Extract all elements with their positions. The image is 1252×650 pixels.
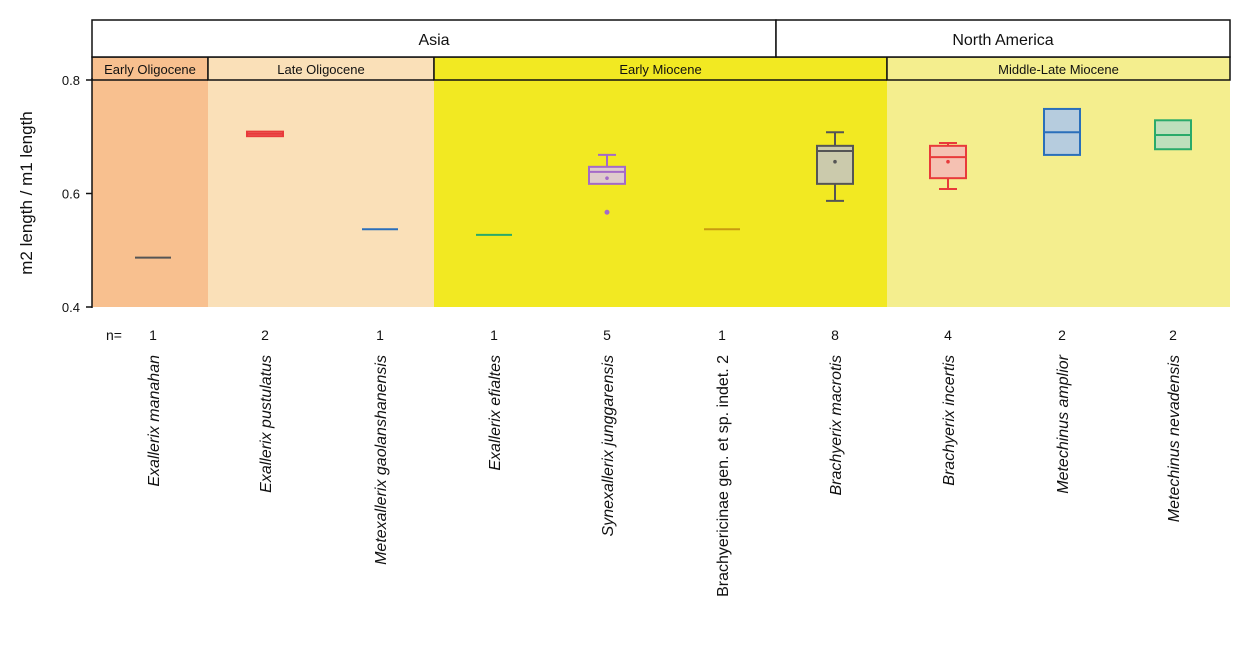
box-iqr [588,165,626,185]
n-value: 4 [944,327,952,343]
epoch-label: Middle-Late Miocene [998,62,1119,77]
taxon-label: Brachyericinae gen. et sp. indet. 2 [715,355,732,597]
taxon-label: Exallerix efialtes [487,355,504,471]
taxon-label: Brachyerix incertis [941,355,958,486]
taxon-label: Metechinus amplior [1055,354,1072,493]
taxon-label: Metexallerix gaolanshanensis [373,355,390,565]
taxon-label: Synexallerix junggarensis [600,355,617,536]
y-axis-label: m2 length / m1 length [17,111,36,274]
box-iqr [816,144,854,185]
epoch-label: Late Oligocene [277,62,364,77]
outlier-point [604,209,610,215]
y-tick-label: 0.6 [62,187,80,202]
taxon-label: Exallerix manahan [146,355,163,487]
continent-label: North America [952,32,1053,49]
taxon-label: Brachyerix macrotis [828,355,845,495]
n-label: n= [106,327,122,343]
n-value: 2 [261,327,269,343]
box-7 [929,141,967,190]
epoch-band [208,80,434,307]
box-9 [1154,119,1192,151]
box-4 [588,153,626,215]
epoch-label: Early Miocene [619,62,701,77]
n-value: 1 [490,327,498,343]
mean-marker [833,159,837,164]
epoch-label: Early Oligocene [104,62,196,77]
y-tick-label: 0.4 [62,300,80,315]
n-value: 1 [149,327,157,343]
epoch-band [434,80,887,307]
continent-header [91,19,777,58]
n-value: 2 [1169,327,1177,343]
continent-header [775,19,1231,58]
n-value: 5 [603,327,611,343]
epoch-band [92,80,208,307]
y-tick-label: 0.8 [62,73,80,88]
continent-label: Asia [418,32,449,49]
mean-marker [605,176,609,180]
n-value: 1 [718,327,726,343]
taxon-label: Metechinus nevadensis [1166,355,1183,522]
n-value: 1 [376,327,384,343]
box-6 [816,131,854,202]
box-1 [246,130,284,138]
box-8 [1043,107,1081,156]
n-value: 2 [1058,327,1066,343]
taxon-label: Exallerix pustulatus [258,355,275,493]
n-value: 8 [831,327,839,343]
mean-marker [946,159,950,164]
